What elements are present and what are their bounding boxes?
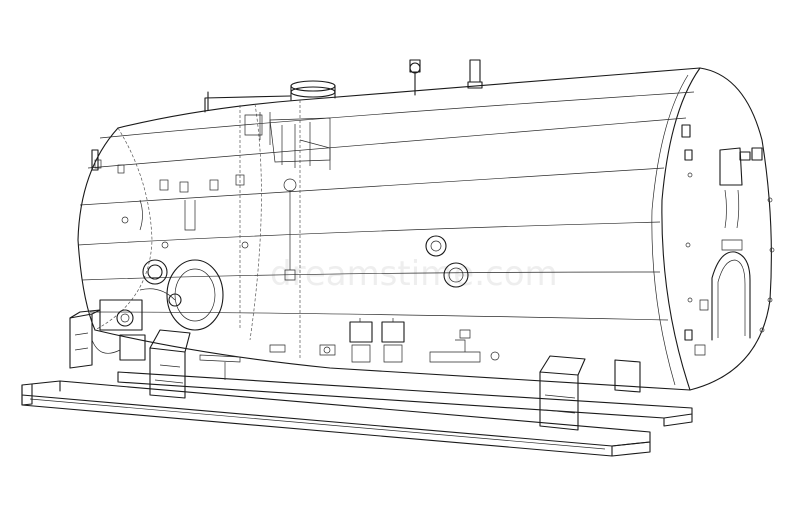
rear-end-details: [91, 149, 249, 331]
boiler-shell: [77, 67, 772, 391]
side-fittings: [199, 235, 500, 380]
saddle-supports: [149, 329, 641, 431]
front-end-door: [681, 124, 775, 356]
skid-base: [21, 371, 693, 457]
burner-assembly: [69, 288, 182, 369]
top-fittings: [204, 59, 483, 145]
pipe-cluster: [244, 114, 331, 281]
